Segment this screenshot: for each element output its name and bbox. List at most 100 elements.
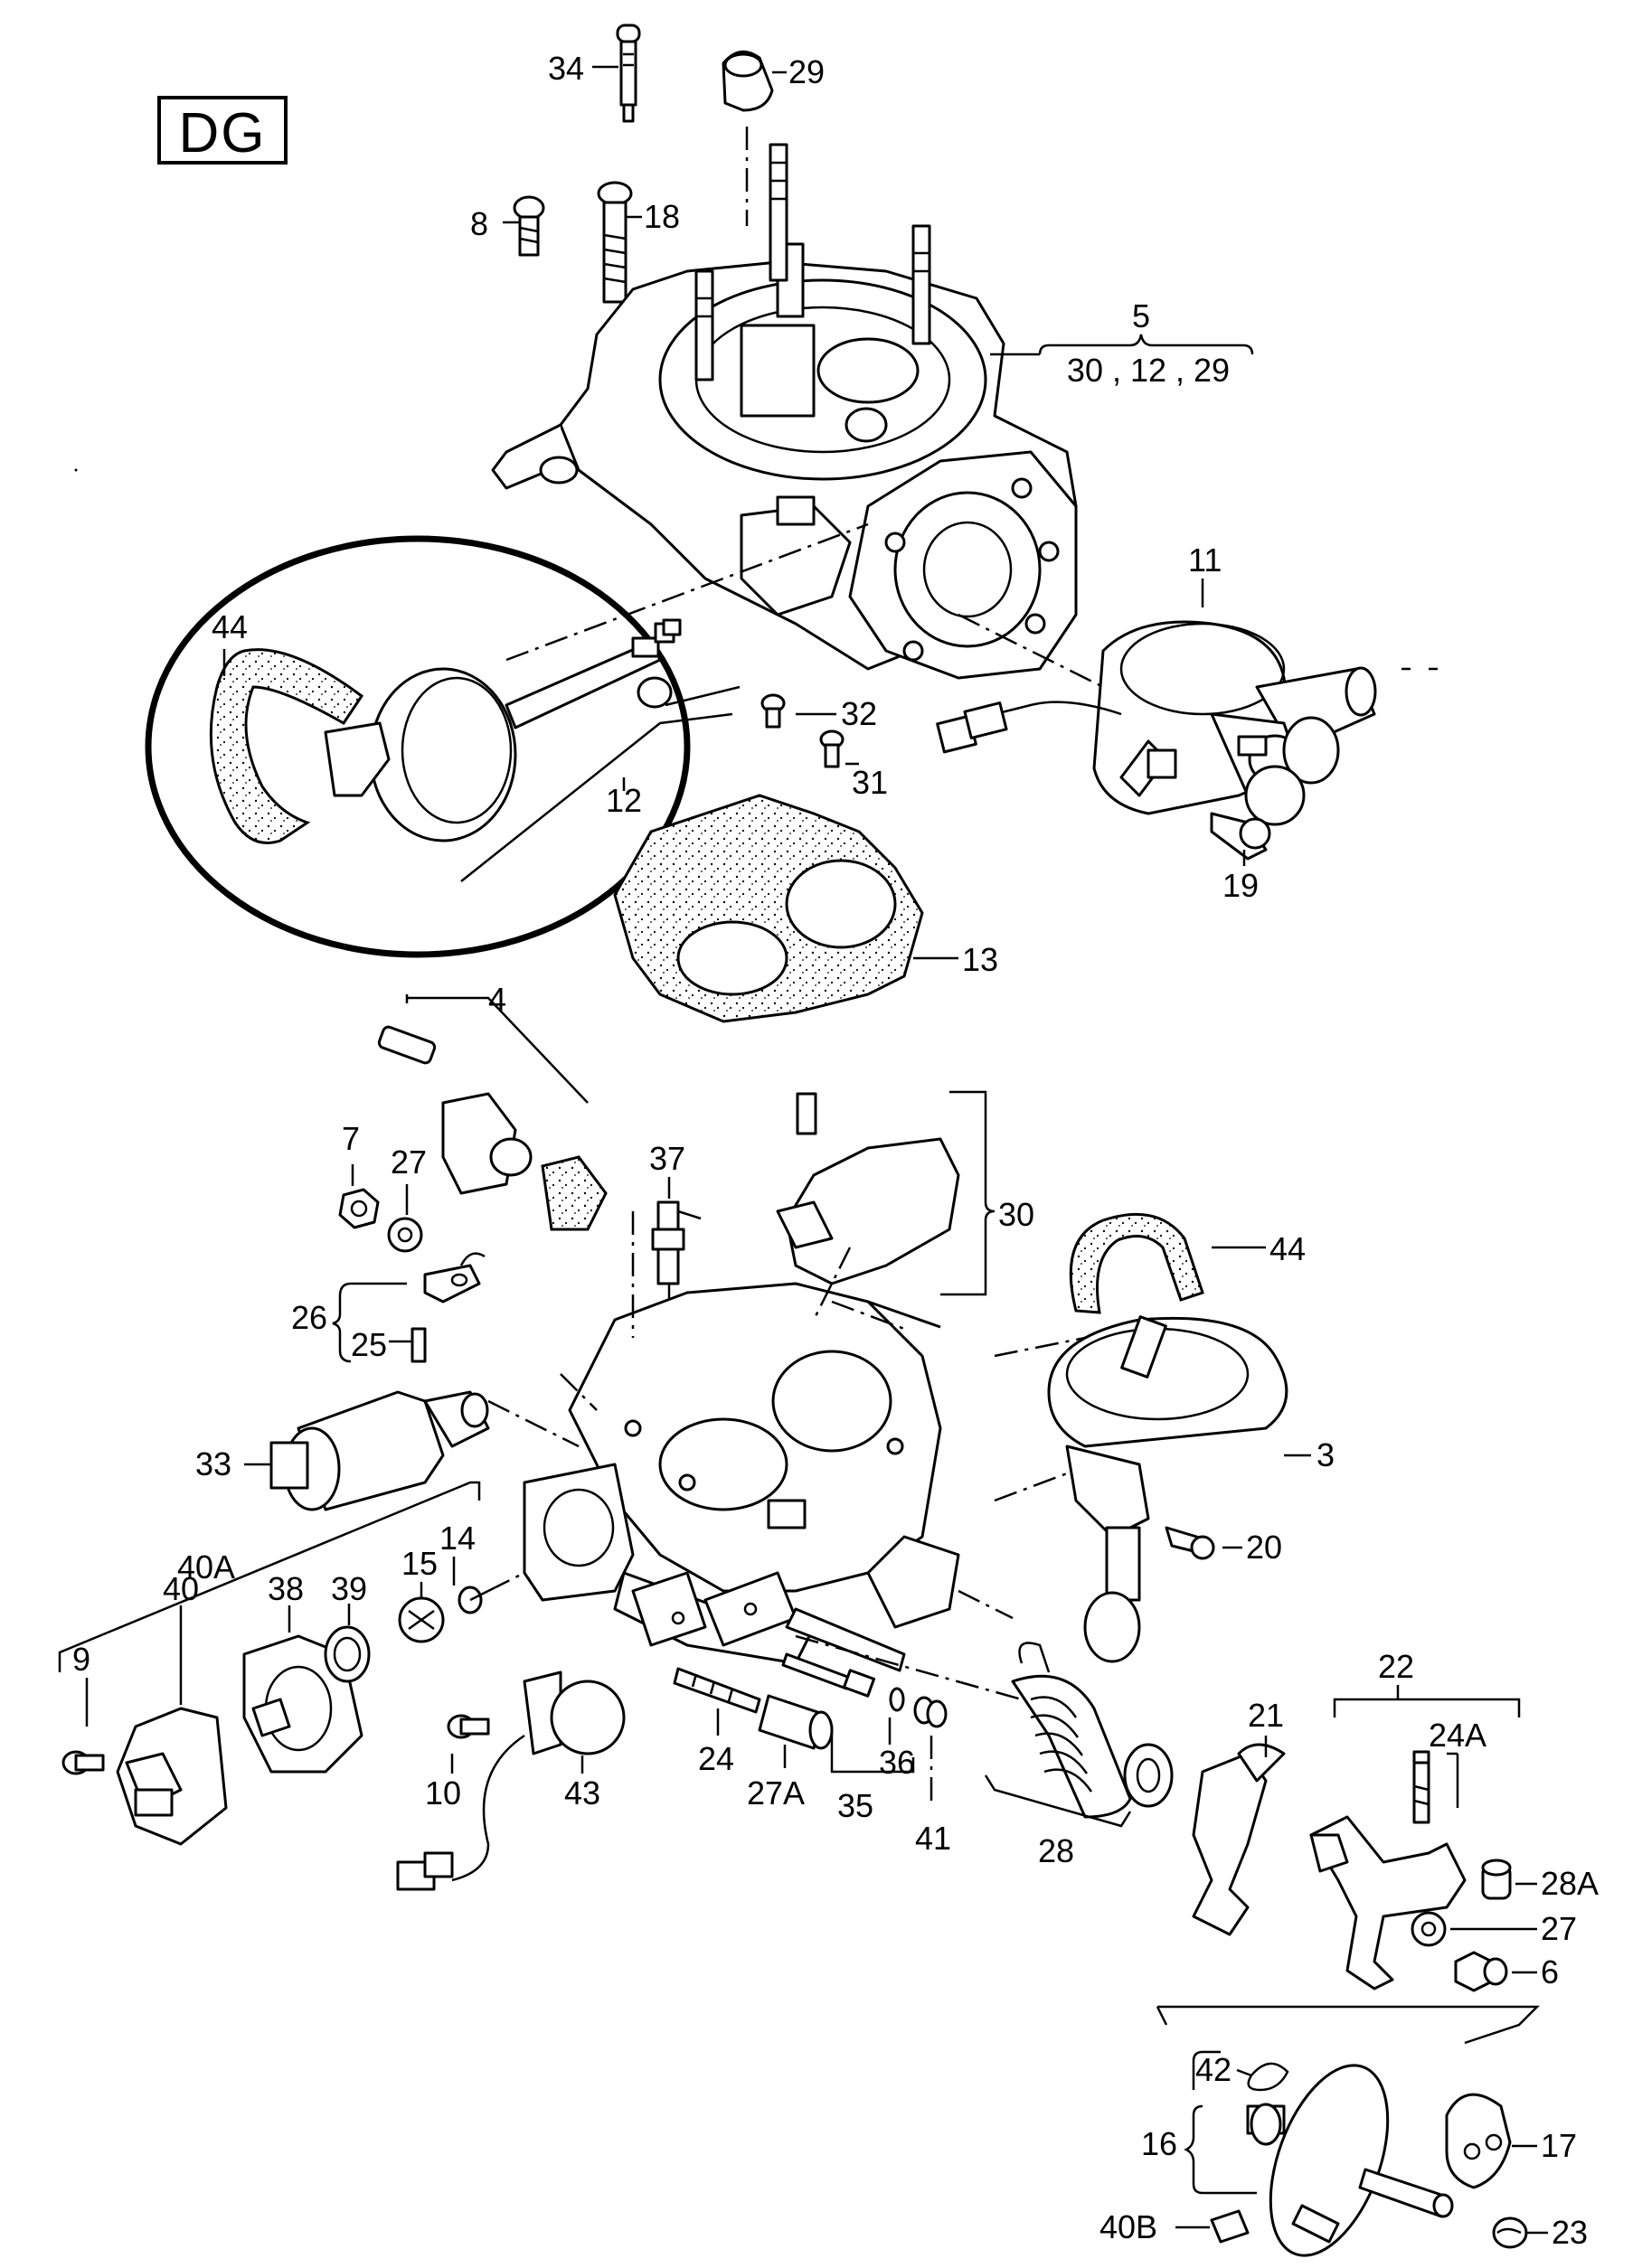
label-20: 20 bbox=[1246, 1529, 1282, 1566]
label-28A: 28A bbox=[1541, 1865, 1599, 1902]
label-6: 6 bbox=[1541, 1953, 1559, 1990]
label-35: 35 bbox=[837, 1787, 873, 1824]
needle-35-drawing bbox=[781, 1652, 876, 1698]
label-33: 33 bbox=[195, 1445, 231, 1482]
cap-23-drawing bbox=[1492, 2216, 1528, 2249]
vacuum-hose-44-drawing bbox=[209, 648, 364, 844]
carburetor-main-body-drawing bbox=[568, 1282, 960, 1672]
screw-31-drawing bbox=[819, 729, 845, 768]
label-7: 7 bbox=[342, 1120, 360, 1157]
idle-valve-4-drawing bbox=[377, 1025, 608, 1231]
screw-19-drawing bbox=[1210, 812, 1271, 861]
choke-cover-11-drawing bbox=[1092, 620, 1377, 826]
label-18: 18 bbox=[644, 198, 680, 235]
label-28: 28 bbox=[1038, 1832, 1074, 1869]
label-44-top: 44 bbox=[212, 608, 248, 645]
spring-28-drawing bbox=[1011, 1642, 1174, 1819]
label-21: 21 bbox=[1248, 1697, 1284, 1734]
label-27-a: 27 bbox=[391, 1143, 427, 1181]
label-13: 13 bbox=[962, 941, 998, 978]
screw-8-drawing bbox=[513, 195, 545, 257]
model-code-box: DG bbox=[157, 96, 288, 165]
screw-10-drawing bbox=[447, 1714, 490, 1739]
screw-34-drawing bbox=[616, 24, 641, 123]
pulldown-unit-3-drawing bbox=[1047, 1315, 1288, 1663]
label-34: 34 bbox=[548, 50, 584, 87]
label-40: 40 bbox=[163, 1570, 199, 1607]
screw-25-drawing bbox=[410, 1327, 427, 1363]
lever-16-drawing bbox=[1246, 2064, 1454, 2257]
label-10: 10 bbox=[425, 1774, 461, 1812]
label-41: 41 bbox=[915, 1820, 951, 1857]
sleeve-27A-drawing bbox=[758, 1694, 834, 1750]
label-14: 14 bbox=[439, 1520, 476, 1557]
spring-15-drawing bbox=[398, 1596, 445, 1643]
oring-36-drawing bbox=[889, 1687, 905, 1712]
label-32: 32 bbox=[841, 695, 877, 732]
washer-27-b-drawing bbox=[1411, 1911, 1447, 1947]
label-40A: 40A bbox=[177, 1548, 235, 1586]
throttle-block-drawing bbox=[523, 1463, 635, 1602]
label-19: 19 bbox=[1222, 867, 1259, 904]
label-27A: 27A bbox=[747, 1774, 805, 1812]
label-25: 25 bbox=[351, 1326, 387, 1363]
label-5-contents: 30 , 12 , 29 bbox=[1067, 352, 1230, 389]
label-39: 39 bbox=[331, 1570, 367, 1607]
bolt-18-drawing bbox=[597, 181, 633, 304]
label-44-mid: 44 bbox=[1269, 1230, 1306, 1267]
label-29-top: 29 bbox=[788, 53, 825, 90]
hose-44-mid-drawing bbox=[1069, 1212, 1204, 1314]
carburetor-top-cover-drawing bbox=[491, 143, 1078, 680]
clip-42-drawing bbox=[1247, 2062, 1289, 2092]
label-3: 3 bbox=[1316, 1436, 1335, 1473]
label-22: 22 bbox=[1378, 1648, 1414, 1685]
valve-37-drawing bbox=[651, 1200, 702, 1285]
screw-20-drawing bbox=[1165, 1526, 1215, 1560]
screw-32-drawing bbox=[760, 693, 786, 729]
label-37: 37 bbox=[649, 1140, 685, 1177]
washer-27-drawing bbox=[387, 1217, 423, 1253]
label-5: 5 bbox=[1132, 297, 1150, 334]
float-30-drawing bbox=[776, 1092, 960, 1329]
diaphragm-39-drawing bbox=[324, 1625, 371, 1683]
bracket-22-drawing bbox=[1309, 1815, 1467, 1990]
label-31: 31 bbox=[852, 764, 888, 801]
screw-9-drawing bbox=[61, 1750, 105, 1775]
pin-14-drawing bbox=[458, 1586, 489, 1614]
clip-17-drawing bbox=[1445, 2093, 1512, 2189]
clip-40B-drawing bbox=[1210, 2209, 1250, 2244]
cap-29-drawing bbox=[722, 50, 774, 112]
label-4: 4 bbox=[488, 981, 506, 1018]
solenoid-33-drawing bbox=[269, 1390, 490, 1511]
highlight-ellipse bbox=[145, 535, 691, 958]
label-24A: 24A bbox=[1429, 1717, 1486, 1754]
label-24: 24 bbox=[698, 1740, 734, 1777]
connector-11-wire-drawing bbox=[936, 701, 1122, 754]
bracket-26-drawing bbox=[423, 1252, 486, 1303]
nut-7-drawing bbox=[338, 1188, 380, 1229]
label-8: 8 bbox=[470, 205, 488, 242]
label-27-b: 27 bbox=[1541, 1910, 1577, 1947]
label-43: 43 bbox=[564, 1774, 600, 1812]
label-11: 11 bbox=[1188, 541, 1222, 579]
jet-24-drawing bbox=[673, 1667, 761, 1714]
screw-24A-drawing bbox=[1412, 1750, 1430, 1824]
label-38: 38 bbox=[268, 1570, 304, 1607]
cap-28A-drawing bbox=[1481, 1859, 1512, 1900]
label-17: 17 bbox=[1541, 2127, 1577, 2164]
seal-41-drawing bbox=[913, 1696, 948, 1728]
label-23: 23 bbox=[1552, 2214, 1588, 2251]
label-16: 16 bbox=[1141, 2125, 1177, 2162]
gasket-13-drawing bbox=[613, 794, 924, 1023]
label-42: 42 bbox=[1195, 2051, 1232, 2088]
label-30: 30 bbox=[998, 1196, 1034, 1233]
lever-21-drawing bbox=[1192, 1743, 1286, 1936]
cover-40-drawing bbox=[116, 1707, 228, 1846]
label-15: 15 bbox=[401, 1545, 438, 1582]
vacuum-unit-12-drawing bbox=[324, 618, 682, 842]
label-36: 36 bbox=[879, 1744, 915, 1781]
nut-6-drawing bbox=[1454, 1951, 1508, 1992]
label-9: 9 bbox=[72, 1641, 90, 1678]
